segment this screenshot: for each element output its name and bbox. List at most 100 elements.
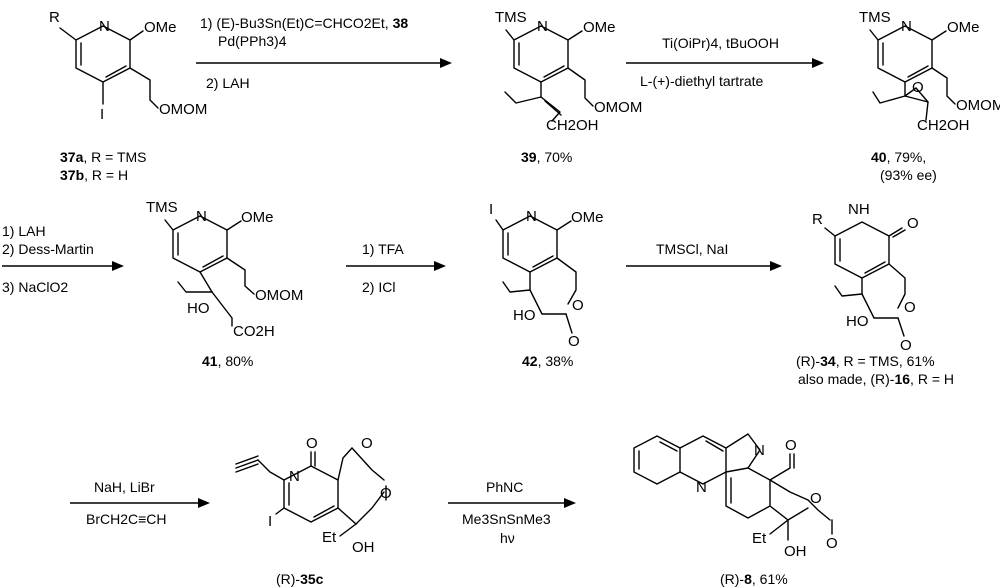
svg-text:1) (E)-Bu3Sn(Et)C=CHCO2Et, 38: 1) (E)-Bu3Sn(Et)C=CHCO2Et, 38 bbox=[200, 15, 408, 31]
compound-42-yield: , 38% bbox=[538, 353, 574, 369]
step-2-arrow bbox=[626, 58, 824, 68]
compound-40-yield: , 79%, bbox=[887, 149, 927, 165]
compound-41-yield: , 80% bbox=[218, 353, 254, 369]
carbonyl-o-atom: O bbox=[568, 333, 580, 350]
ethyl-group: Et bbox=[752, 530, 767, 547]
ome-group: OMe bbox=[241, 209, 274, 226]
step-7-line-1: PhNC bbox=[486, 479, 523, 495]
n-atom: N bbox=[526, 208, 537, 225]
hydroxy-group: HO bbox=[513, 307, 536, 324]
step-5-line-1: TMSCl, NaI bbox=[656, 241, 728, 257]
compound-8-structure: N N O O O Et OH bbox=[633, 433, 838, 560]
compound-40-ee: (93% ee) bbox=[880, 167, 937, 183]
pyridone-n-atom: N bbox=[754, 442, 765, 459]
omom-group: OMOM bbox=[956, 97, 1000, 114]
carbonyl-o-atom: O bbox=[826, 535, 838, 552]
pyridone-o-atom: O bbox=[785, 437, 797, 454]
compound-40-label: 40, 79%, (93% ee) bbox=[871, 149, 937, 183]
pyridone-o-atom: O bbox=[306, 435, 318, 452]
compound-40-structure: TMS N OMe O OMOM CH2OH bbox=[859, 9, 1000, 134]
lactone-o-atom: O bbox=[904, 299, 916, 316]
tms-group: TMS bbox=[146, 199, 178, 216]
pyridone-o-atom: O bbox=[907, 215, 919, 232]
compound-16-prefix: also made, (R)- bbox=[798, 371, 895, 387]
n-atom: N bbox=[196, 208, 207, 225]
compound-39-label: 39, 70% bbox=[521, 149, 572, 165]
svg-text:42, 38%: 42, 38% bbox=[522, 353, 573, 369]
compound-37-structure: R N OMe I OMOM bbox=[49, 9, 207, 123]
compound-39-structure: TMS N OMe OMOM CH2OH bbox=[495, 9, 642, 134]
compound-41-structure: TMS N OMe OMOM HO CO2H bbox=[146, 199, 303, 340]
compound-42-id: 42 bbox=[522, 353, 538, 369]
n-atom: N bbox=[99, 18, 110, 35]
step-1-ref: 38 bbox=[393, 15, 409, 31]
svg-text:also made, (R)-16, R = H: also made, (R)-16, R = H bbox=[798, 371, 954, 387]
compound-34-label: (R)-34, R = TMS, 61% also made, (R)-16, … bbox=[796, 353, 954, 387]
compound-35c-id: 35c bbox=[300, 571, 324, 587]
svg-text:41, 80%: 41, 80% bbox=[202, 353, 253, 369]
lactone-o-atom: O bbox=[572, 297, 584, 314]
svg-text:37a, R = TMS: 37a, R = TMS bbox=[60, 149, 147, 165]
step-2-oxidant: Ti(OiPr)4, tBuOOH bbox=[662, 35, 779, 51]
svg-text:(R)-35c: (R)-35c bbox=[276, 571, 324, 587]
nh-group: NH bbox=[848, 201, 870, 218]
compound-34-yield: , R = TMS, 61% bbox=[836, 353, 935, 369]
step-7-conditions: PhNC Me3SnSnMe3 hν bbox=[462, 479, 551, 546]
tms-group: TMS bbox=[495, 9, 527, 26]
omom-group: OMOM bbox=[255, 287, 303, 304]
hydroxy-group: HO bbox=[187, 300, 210, 317]
compound-35c-prefix: (R)- bbox=[276, 571, 300, 587]
lactone-o-atom: O bbox=[361, 435, 373, 452]
step-3-arrow bbox=[2, 261, 124, 271]
n-atom: N bbox=[537, 18, 548, 35]
step-5-conditions: TMSCl, NaI bbox=[656, 241, 728, 257]
co2h-group: CO2H bbox=[233, 323, 275, 340]
compound-42-label: 42, 38% bbox=[522, 353, 573, 369]
ome-group: OMe bbox=[571, 209, 604, 226]
step-1-catalyst: Pd(PPh3)4 bbox=[218, 33, 287, 49]
step-1-conditions: 1) (E)-Bu3Sn(Et)C=CHCO2Et, 38 Pd(PPh3)4 … bbox=[200, 15, 408, 91]
step-5-arrow bbox=[626, 261, 782, 271]
compound-37-label: 37a, R = TMS 37b, R = H bbox=[60, 149, 147, 183]
step-4-line-2: 2) ICl bbox=[362, 279, 395, 295]
omom-group: OMOM bbox=[159, 101, 207, 118]
compound-8-label: (R)-8, 61% bbox=[720, 571, 788, 587]
hydroxy-group: OH bbox=[784, 543, 807, 560]
compound-39-yield: , 70% bbox=[537, 149, 573, 165]
step-3-line-2: 2) Dess-Martin bbox=[2, 241, 94, 257]
step-1-second: 2) LAH bbox=[206, 75, 250, 91]
step-4-line-1: 1) TFA bbox=[362, 241, 404, 257]
step-7-line-3: hν bbox=[500, 530, 515, 546]
step-4-arrow bbox=[346, 261, 446, 271]
step-1-arrow bbox=[196, 58, 452, 68]
compound-16-id: 16 bbox=[894, 371, 910, 387]
n-atom: N bbox=[289, 468, 300, 485]
compound-8-yield: , 61% bbox=[752, 571, 788, 587]
ethyl-group: Et bbox=[322, 529, 337, 546]
step-4-conditions: 1) TFA 2) ICl bbox=[362, 241, 404, 295]
compound-16-text: , R = H bbox=[910, 371, 954, 387]
compound-37b-text: , R = H bbox=[84, 167, 128, 183]
ome-group: OMe bbox=[144, 19, 177, 36]
omom-group: OMOM bbox=[594, 99, 642, 116]
compound-41-label: 41, 80% bbox=[202, 353, 253, 369]
step-3-line-1: 1) LAH bbox=[2, 223, 46, 239]
r-atom: R bbox=[49, 9, 60, 26]
compound-41-id: 41 bbox=[202, 353, 218, 369]
ch2oh-group: CH2OH bbox=[917, 117, 970, 134]
iodo-atom: I bbox=[268, 513, 272, 530]
compound-34-prefix: (R)- bbox=[796, 353, 820, 369]
ch2oh-group: CH2OH bbox=[546, 117, 599, 134]
step-3-conditions: 1) LAH 2) Dess-Martin 3) NaClO2 bbox=[2, 223, 94, 295]
step-6-line-2: BrCH2C≡CH bbox=[86, 511, 167, 527]
compound-35c-label: (R)-35c bbox=[276, 571, 324, 587]
svg-text:37b, R = H: 37b, R = H bbox=[60, 167, 128, 183]
epoxide-o-atom: O bbox=[912, 79, 924, 96]
tms-group: TMS bbox=[859, 9, 891, 26]
compound-37b-id: 37b bbox=[60, 167, 84, 183]
step-6-conditions: NaH, LiBr BrCH2C≡CH bbox=[86, 479, 167, 527]
step-2-ligand: L-(+)-diethyl tartrate bbox=[640, 73, 764, 89]
step-2-conditions: Ti(OiPr)4, tBuOOH L-(+)-diethyl tartrate bbox=[640, 35, 779, 89]
step-6-line-1: NaH, LiBr bbox=[94, 479, 155, 495]
compound-8-prefix: (R)- bbox=[720, 571, 744, 587]
